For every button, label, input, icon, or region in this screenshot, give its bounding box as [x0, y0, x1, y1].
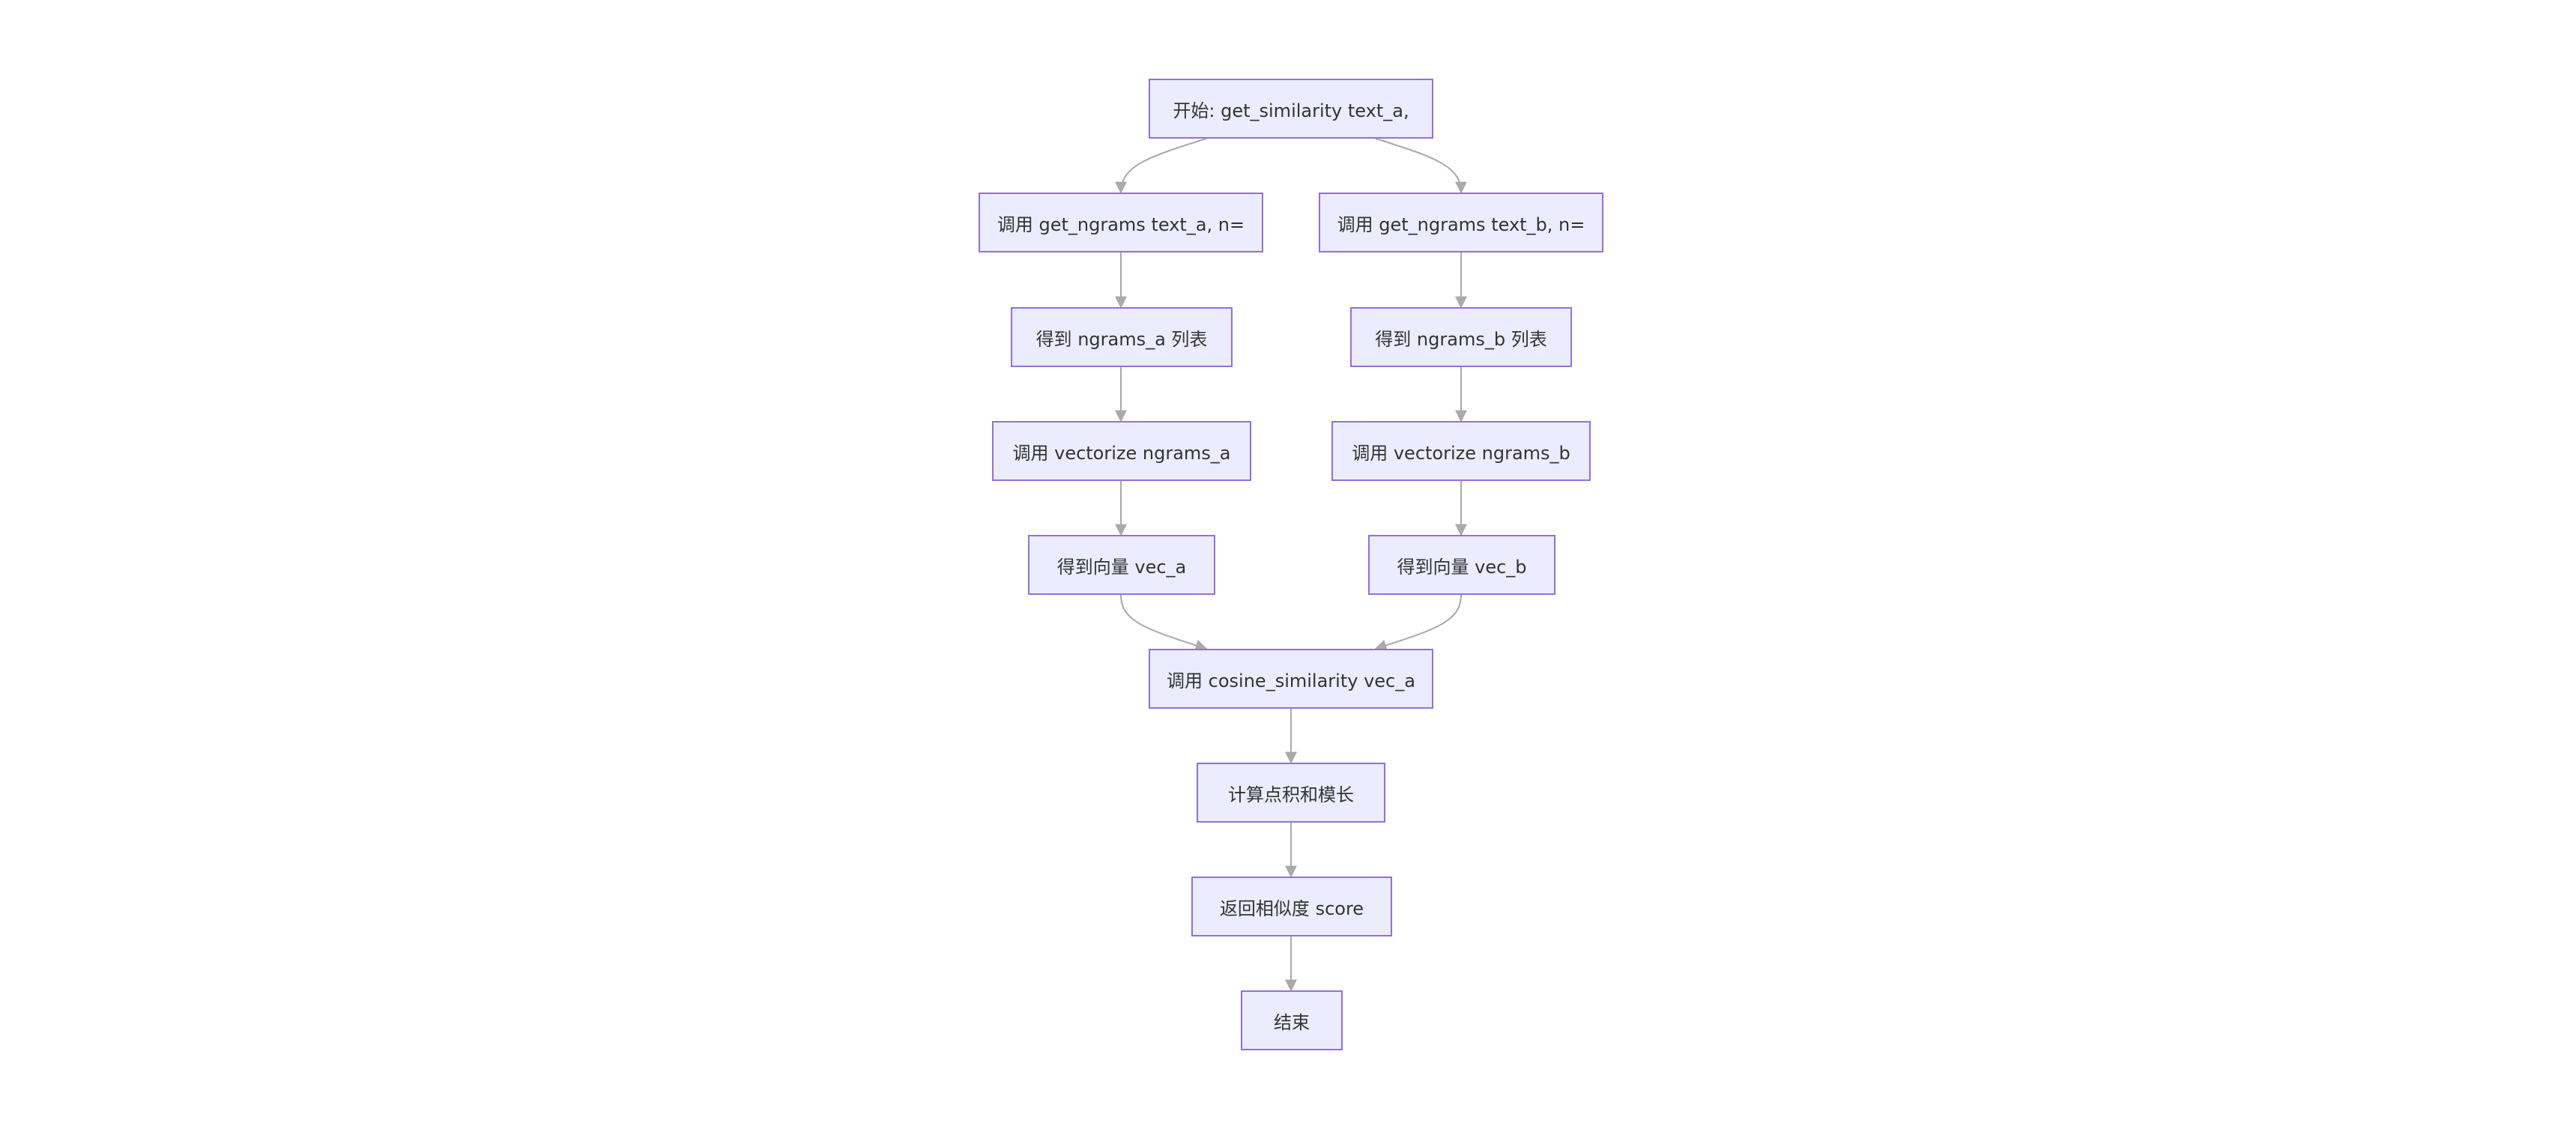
node-vectorize-a: 调用 vectorize ngrams_a [992, 421, 1251, 481]
node-ngrams-call-b-label: 调用 get_ngrams text_b, n= [1337, 214, 1585, 235]
node-vectorize-a-label: 调用 vectorize ngrams_a [1012, 442, 1231, 464]
node-vec-a-label: 得到向量 vec_a [1056, 556, 1187, 578]
node-compute-label: 计算点积和模长 [1228, 784, 1354, 805]
node-cosine-label: 调用 cosine_similarity vec_a [1167, 670, 1415, 691]
node-vectorize-b-label: 调用 vectorize ngrams_b [1352, 442, 1570, 464]
node-start-label: 开始: get_similarity text_a, [1173, 100, 1409, 121]
node-cosine: 调用 cosine_similarity vec_a [1149, 649, 1433, 709]
node-compute: 计算点积和模长 [1197, 763, 1385, 823]
node-ngrams-call-b: 调用 get_ngrams text_b, n= [1319, 193, 1603, 252]
node-ngrams-a: 得到 ngrams_a 列表 [1011, 307, 1233, 367]
node-end: 结束 [1241, 990, 1343, 1050]
edge-start-to-ngrams-call-a [1115, 138, 1207, 194]
node-ngrams-b-label: 得到 ngrams_b 列表 [1375, 328, 1547, 350]
node-vectorize-b: 调用 vectorize ngrams_b [1331, 421, 1591, 481]
node-return: 返回相似度 score [1191, 877, 1392, 936]
node-vec-b-label: 得到向量 vec_b [1397, 556, 1527, 578]
node-return-label: 返回相似度 score [1219, 898, 1364, 919]
node-ngrams-call-a: 调用 get_ngrams text_a, n= [979, 193, 1263, 252]
edge-vec-a-to-cosine [1120, 594, 1208, 652]
node-vec-b: 得到向量 vec_b [1368, 535, 1555, 595]
node-vec-a: 得到向量 vec_a [1028, 535, 1215, 595]
edge-start-to-ngrams-call-b [1375, 138, 1467, 194]
node-ngrams-call-a-label: 调用 get_ngrams text_a, n= [997, 214, 1245, 235]
node-start: 开始: get_similarity text_a, [1149, 79, 1433, 139]
node-ngrams-a-label: 得到 ngrams_a 列表 [1035, 328, 1208, 350]
edge-vec-b-to-cosine [1374, 594, 1462, 652]
node-ngrams-b: 得到 ngrams_b 列表 [1350, 307, 1572, 367]
node-end-label: 结束 [1274, 1011, 1310, 1033]
